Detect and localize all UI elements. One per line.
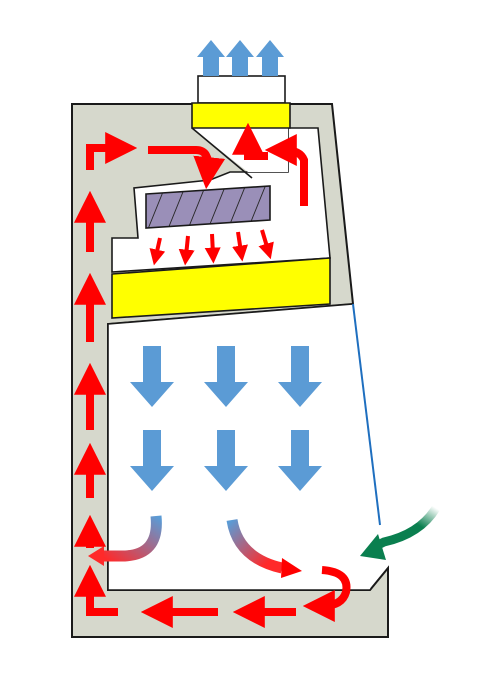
curved-arrow-icon — [360, 534, 386, 560]
blower-hatched-box-icon — [145, 185, 271, 229]
curved-airflow-right — [226, 518, 284, 574]
arrow-icon — [148, 146, 226, 190]
arrow-icon — [178, 235, 195, 266]
exhaust-hepa-filter — [191, 102, 291, 129]
arrow-icon — [204, 233, 221, 264]
arrow-down-icon — [204, 346, 248, 407]
arrow-icon — [149, 237, 166, 266]
front-grille-curl — [302, 566, 351, 622]
arrow-down-icon — [278, 430, 322, 491]
arrow-icon — [74, 564, 118, 616]
supply-hepa-filter — [111, 257, 331, 319]
arrow-up-icon — [256, 40, 284, 76]
exhaust-arrows — [197, 40, 284, 76]
arrow-down-icon — [204, 430, 248, 491]
work-area-outline — [107, 303, 389, 591]
arrow-down-icon — [278, 346, 322, 407]
arrow-down-icon — [130, 346, 174, 407]
room-air-inflow — [369, 505, 440, 553]
arrow-icon — [264, 134, 308, 206]
front-sash — [352, 303, 381, 526]
duct-divider — [191, 127, 253, 179]
arrow-icon — [86, 132, 138, 170]
exhaust-collar — [197, 75, 286, 104]
curved-airflow-left — [102, 515, 162, 562]
blower-output-arrows — [149, 229, 274, 266]
arrow-icon — [258, 229, 274, 260]
arrow-up-icon — [197, 40, 225, 76]
downflow-arrows — [130, 346, 322, 491]
arrow-icon — [88, 546, 104, 566]
arrow-icon — [232, 231, 248, 262]
work-area — [108, 304, 380, 590]
recirculation-arrows — [74, 122, 308, 628]
arrow-icon — [281, 558, 302, 578]
arrow-up-icon — [226, 40, 254, 76]
arrow-icon — [232, 122, 268, 160]
arrow-down-icon — [130, 430, 174, 491]
